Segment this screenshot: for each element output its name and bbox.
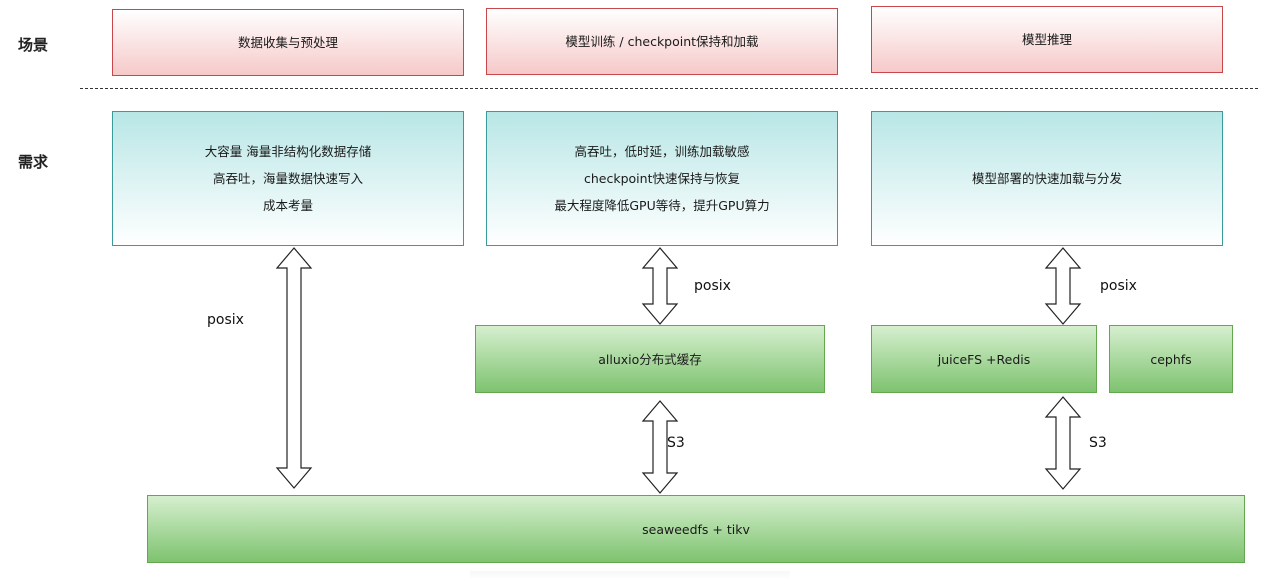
alluxio-cache-box[interactable]: alluxio分布式缓存 [475,325,825,393]
posix-protocol-label: posix [694,278,731,294]
requirement-model-training-box[interactable]: 高吞吐，低时延，训练加载敏感 checkpoint快速保持与恢复 最大程度降低G… [486,111,838,246]
s3-protocol-label: S3 [667,435,685,451]
juicefs-redis-label: juiceFS +Redis [937,351,1031,367]
scroll-shadow [470,571,790,580]
double-arrow-icon [641,400,679,494]
requirement-line: 高吞吐，低时延，训练加载敏感 [574,144,750,159]
cephfs-label: cephfs [1150,351,1192,367]
double-arrow-icon [1044,396,1082,490]
double-arrow-icon [641,247,679,325]
juicefs-redis-box[interactable]: juiceFS +Redis [871,325,1097,393]
section-divider [80,88,1258,89]
scene-data-collection-box[interactable]: 数据收集与预处理 [112,9,464,76]
scene-model-inference-label: 模型推理 [1021,32,1072,47]
requirement-line: 最大程度降低GPU等待，提升GPU算力 [554,198,770,213]
cephfs-box[interactable]: cephfs [1109,325,1233,393]
requirement-line: checkpoint快速保持与恢复 [584,171,740,186]
alluxio-cache-label: alluxio分布式缓存 [598,351,702,367]
requirement-line: 高吞吐，海量数据快速写入 [212,171,363,186]
scene-model-inference-box[interactable]: 模型推理 [871,6,1223,73]
scene-data-collection-label: 数据收集与预处理 [237,35,338,50]
seaweedfs-tikv-box[interactable]: seaweedfs + tikv [147,495,1245,563]
seaweedfs-tikv-label: seaweedfs + tikv [642,521,750,537]
requirement-line: 大容量 海量非结构化数据存储 [204,144,372,159]
scene-model-training-box[interactable]: 模型训练 / checkpoint保持和加载 [486,8,838,75]
scene-row-label: 场景 [18,36,49,54]
posix-protocol-label: posix [207,312,244,328]
requirement-row-label: 需求 [18,153,49,171]
s3-protocol-label: S3 [1089,435,1107,451]
scene-model-training-label: 模型训练 / checkpoint保持和加载 [565,34,759,49]
requirement-line: 成本考量 [262,198,313,213]
posix-protocol-label: posix [1100,278,1137,294]
requirement-model-inference-box[interactable]: 模型部署的快速加载与分发 [871,111,1223,246]
double-arrow-icon [1044,247,1082,325]
double-arrow-icon [275,247,313,489]
requirement-data-collection-box[interactable]: 大容量 海量非结构化数据存储 高吞吐，海量数据快速写入 成本考量 [112,111,464,246]
requirement-line: 模型部署的快速加载与分发 [971,171,1122,186]
